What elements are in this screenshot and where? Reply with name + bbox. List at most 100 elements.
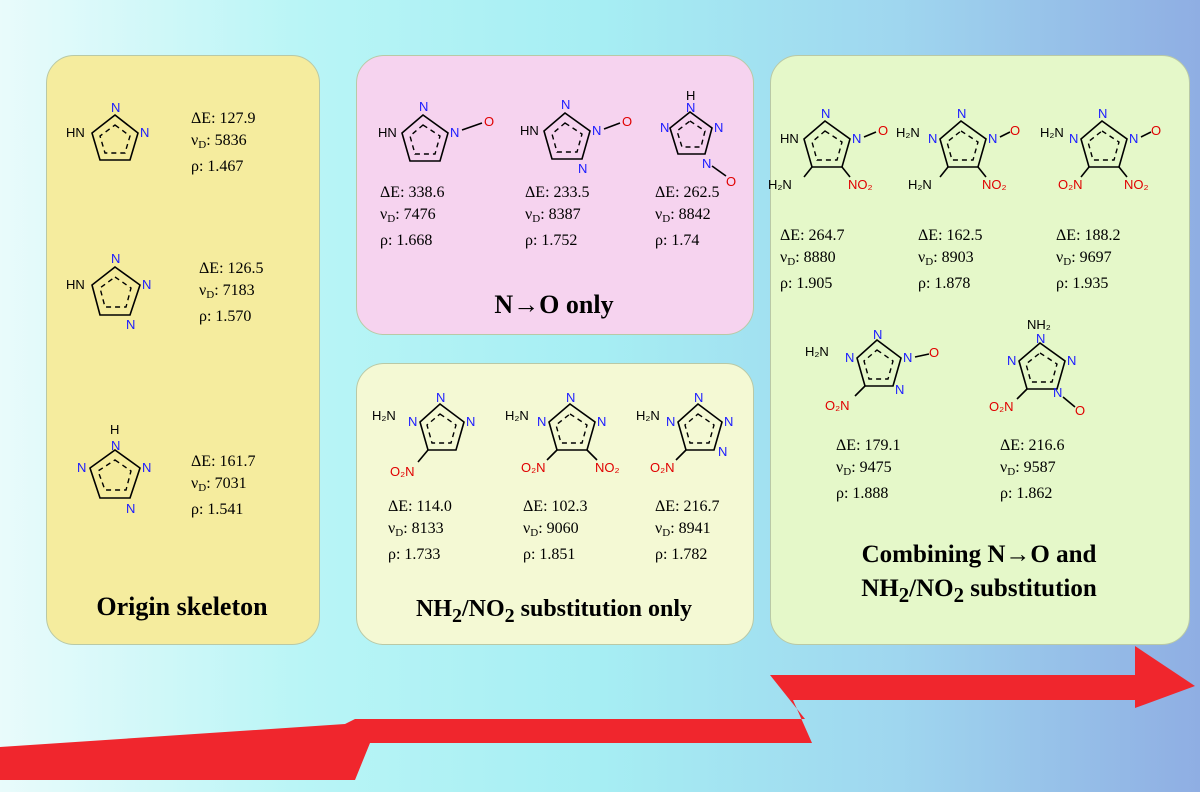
svg-text:O: O bbox=[1075, 403, 1085, 418]
svg-text:N: N bbox=[714, 120, 723, 135]
svg-text:N: N bbox=[126, 501, 135, 516]
combined-structure: N N HN O H₂N NO₂ bbox=[768, 106, 888, 192]
delta-e-value: ΔE: 179.1 bbox=[836, 437, 901, 454]
density-value: ρ: 1.467 bbox=[191, 158, 244, 175]
density-value: ρ: 1.668 bbox=[380, 232, 433, 249]
svg-text:HN: HN bbox=[66, 277, 85, 292]
compound-properties: ΔE: 262.5 νD: 8842 ρ: 1.74 bbox=[655, 182, 720, 252]
svg-text:H: H bbox=[110, 422, 119, 437]
svg-text:N: N bbox=[718, 444, 727, 459]
svg-text:N: N bbox=[436, 390, 445, 405]
detonation-velocity: νD: 8941 bbox=[655, 520, 711, 539]
density-value: ρ: 1.752 bbox=[525, 232, 578, 249]
triazole-structure: N N N HN bbox=[66, 251, 151, 332]
detonation-velocity: νD: 9060 bbox=[523, 520, 579, 539]
svg-text:O₂N: O₂N bbox=[390, 464, 415, 479]
detonation-velocity: νD: 8903 bbox=[918, 249, 974, 268]
compound-properties: ΔE: 179.1 νD: 9475 ρ: 1.888 bbox=[836, 435, 901, 505]
svg-text:N: N bbox=[845, 350, 854, 365]
tetrazole-structure: H N N N N bbox=[77, 422, 151, 516]
svg-text:N: N bbox=[450, 125, 459, 140]
tetrazole-n-oxide-structure: H N N N N O bbox=[660, 88, 736, 189]
delta-e-value: ΔE: 161.7 bbox=[191, 453, 256, 470]
svg-text:N: N bbox=[142, 277, 151, 292]
svg-text:H₂N: H₂N bbox=[636, 408, 660, 423]
amino-nitro-tetrazole-structure: N N N N H₂N O₂N bbox=[636, 390, 733, 475]
detonation-velocity: νD: 9475 bbox=[836, 459, 892, 478]
svg-text:N: N bbox=[1007, 353, 1016, 368]
pyrazole-n-oxide-structure: N N HN O bbox=[378, 99, 494, 162]
svg-text:N: N bbox=[111, 100, 120, 115]
compound-properties: ΔE: 161.7 νD: 7031 ρ: 1.541 bbox=[191, 451, 256, 521]
detonation-velocity: νD: 8387 bbox=[525, 206, 581, 225]
compound-properties: ΔE: 264.7 νD: 8880 ρ: 1.905 bbox=[780, 225, 845, 295]
svg-text:H₂N: H₂N bbox=[505, 408, 529, 423]
svg-text:N: N bbox=[957, 106, 966, 121]
svg-text:HN: HN bbox=[66, 125, 85, 140]
svg-text:N: N bbox=[852, 131, 861, 146]
svg-text:H₂N: H₂N bbox=[908, 177, 932, 192]
detonation-velocity: νD: 8842 bbox=[655, 206, 711, 225]
svg-text:H₂N: H₂N bbox=[768, 177, 792, 192]
detonation-velocity: νD: 7031 bbox=[191, 475, 247, 494]
amino-dinitro-triazole-structure: N N N H₂N O₂N NO₂ bbox=[505, 390, 620, 475]
svg-text:N: N bbox=[821, 106, 830, 121]
svg-text:O₂N: O₂N bbox=[650, 460, 675, 475]
svg-text:HN: HN bbox=[378, 125, 397, 140]
svg-text:N: N bbox=[660, 120, 669, 135]
delta-e-value: ΔE: 126.5 bbox=[199, 260, 264, 277]
detonation-velocity: νD: 8133 bbox=[388, 520, 444, 539]
svg-text:N: N bbox=[1036, 331, 1045, 346]
density-value: ρ: 1.733 bbox=[388, 546, 441, 563]
svg-text:N: N bbox=[537, 414, 546, 429]
compound-properties: ΔE: 126.5 νD: 7183 ρ: 1.570 bbox=[199, 258, 264, 328]
svg-text:O: O bbox=[622, 114, 632, 129]
svg-text:O: O bbox=[929, 345, 939, 360]
delta-e-value: ΔE: 162.5 bbox=[918, 227, 983, 244]
svg-text:O₂N: O₂N bbox=[521, 460, 546, 475]
delta-e-value: ΔE: 188.2 bbox=[1056, 227, 1121, 244]
svg-text:NO₂: NO₂ bbox=[848, 177, 873, 192]
amino-nitro-pyrazole-structure: N N N H₂N O₂N bbox=[372, 390, 475, 479]
svg-text:N: N bbox=[724, 414, 733, 429]
svg-text:H₂N: H₂N bbox=[372, 408, 396, 423]
combining-panel bbox=[770, 55, 1190, 645]
progression-arrow-shape bbox=[0, 646, 1195, 780]
triazole-n-oxide-structure: N N N HN O bbox=[520, 97, 632, 176]
density-value: ρ: 1.782 bbox=[655, 546, 708, 563]
delta-e-value: ΔE: 264.7 bbox=[780, 227, 845, 244]
compound-properties: ΔE: 102.3 νD: 9060 ρ: 1.851 bbox=[523, 496, 588, 566]
delta-e-value: ΔE: 102.3 bbox=[523, 498, 588, 515]
svg-text:NO₂: NO₂ bbox=[1124, 177, 1149, 192]
svg-text:N: N bbox=[686, 100, 695, 115]
svg-text:HN: HN bbox=[520, 123, 539, 138]
svg-text:NO₂: NO₂ bbox=[595, 460, 620, 475]
compound-properties: ΔE: 127.9 νD: 5836 ρ: 1.467 bbox=[191, 108, 256, 178]
svg-text:N: N bbox=[419, 99, 428, 114]
delta-e-value: ΔE: 262.5 bbox=[655, 184, 720, 201]
n-o-only-panel bbox=[356, 55, 754, 335]
svg-text:N: N bbox=[1098, 106, 1107, 121]
combined-structure: NH₂ N N N N O₂N O bbox=[989, 317, 1085, 418]
svg-text:N: N bbox=[895, 382, 904, 397]
svg-text:N: N bbox=[666, 414, 675, 429]
svg-text:NO₂: NO₂ bbox=[982, 177, 1007, 192]
svg-text:N: N bbox=[988, 131, 997, 146]
svg-text:O: O bbox=[484, 114, 494, 129]
svg-text:O: O bbox=[726, 174, 736, 189]
detonation-velocity: νD: 7476 bbox=[380, 206, 436, 225]
delta-e-value: ΔE: 216.6 bbox=[1000, 437, 1065, 454]
svg-text:O₂N: O₂N bbox=[825, 398, 850, 413]
origin-skeleton-title: Origin skeleton bbox=[96, 592, 268, 621]
svg-text:N: N bbox=[408, 414, 417, 429]
svg-text:N: N bbox=[566, 390, 575, 405]
svg-text:H₂N: H₂N bbox=[1040, 125, 1064, 140]
svg-text:N: N bbox=[903, 350, 912, 365]
compound-properties: ΔE: 233.5 νD: 8387 ρ: 1.752 bbox=[525, 182, 590, 252]
density-value: ρ: 1.570 bbox=[199, 308, 252, 325]
combined-structure: N N N H₂N O O₂N NO₂ bbox=[1040, 106, 1161, 192]
svg-text:N: N bbox=[578, 161, 587, 176]
combined-structure: N N N N H₂N O O₂N bbox=[805, 327, 939, 413]
svg-text:N: N bbox=[466, 414, 475, 429]
